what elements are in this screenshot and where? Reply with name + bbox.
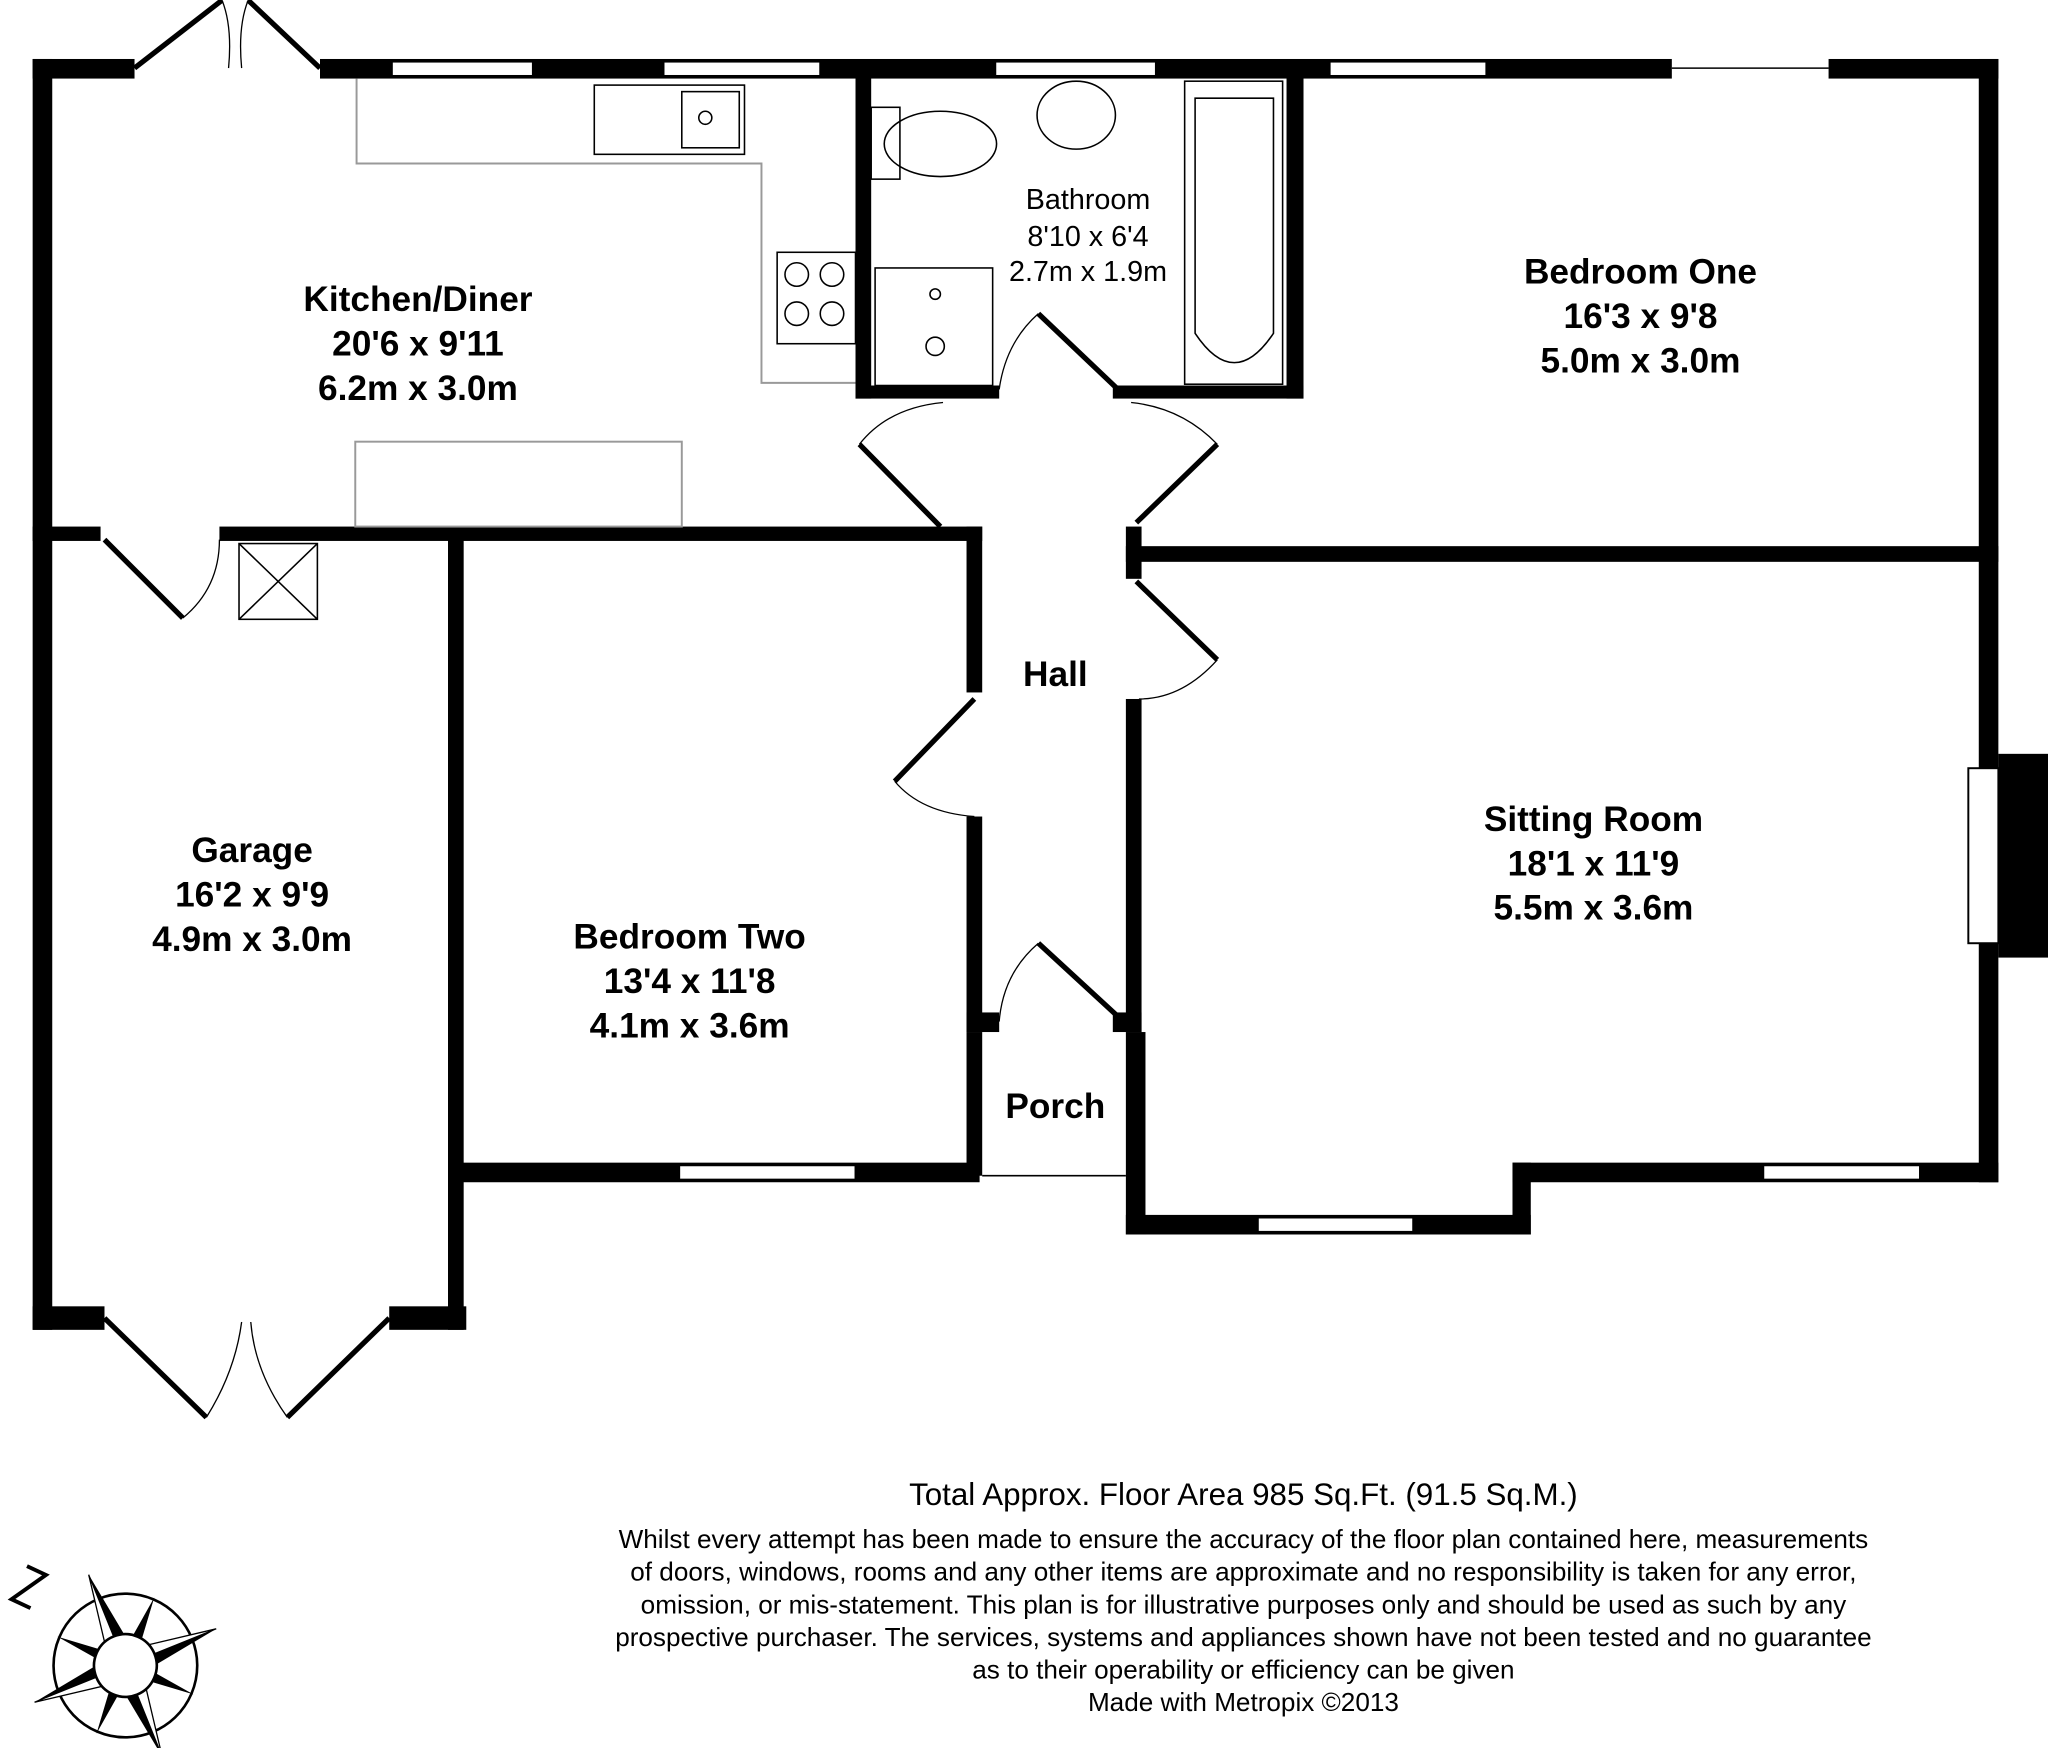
svg-text:2.7m x 1.9m: 2.7m x 1.9m <box>1009 256 1167 288</box>
svg-text:16'2 x 9'9: 16'2 x 9'9 <box>175 876 329 915</box>
svg-text:8'10 x 6'4: 8'10 x 6'4 <box>1027 221 1148 253</box>
svg-text:4.9m x 3.0m: 4.9m x 3.0m <box>152 920 352 959</box>
room-bedroom-two: Bedroom Two 13'4 x 11'8 4.1m x 3.6m <box>573 917 805 1045</box>
svg-text:Total Approx. Floor Area 985 S: Total Approx. Floor Area 985 Sq.Ft. (91.… <box>909 1477 1578 1512</box>
svg-text:5.0m x 3.0m: 5.0m x 3.0m <box>1541 341 1741 380</box>
svg-text:18'1 x 11'9: 18'1 x 11'9 <box>1508 844 1680 883</box>
svg-text:5.5m x 3.6m: 5.5m x 3.6m <box>1494 889 1694 928</box>
svg-text:Sitting Room: Sitting Room <box>1484 800 1703 839</box>
svg-text:prospective purchaser. The ser: prospective purchaser. The services, sys… <box>615 1622 1871 1652</box>
north-arrow-icon <box>7 1564 50 1610</box>
walls <box>32 58 2048 1330</box>
svg-text:13'4 x 11'8: 13'4 x 11'8 <box>604 962 776 1001</box>
svg-text:4.1m x 3.6m: 4.1m x 3.6m <box>590 1006 790 1045</box>
room-sitting-room: Sitting Room 18'1 x 11'9 5.5m x 3.6m <box>1484 800 1703 928</box>
footer: Total Approx. Floor Area 985 Sq.Ft. (91.… <box>615 1477 1871 1717</box>
kitchen-units <box>238 78 857 621</box>
svg-text:Garage: Garage <box>191 831 312 870</box>
room-bedroom-one: Bedroom One 16'3 x 9'8 5.0m x 3.0m <box>1524 253 1757 381</box>
windows <box>390 60 1921 1233</box>
doors <box>102 0 1220 1420</box>
svg-text:as to their operability or eff: as to their operability or efficiency ca… <box>972 1655 1514 1685</box>
svg-text:Made with Metropix ©2013: Made with Metropix ©2013 <box>1088 1687 1399 1717</box>
room-hall: Hall <box>1023 655 1088 694</box>
svg-text:omission, or mis-statement. Th: omission, or mis-statement. This plan is… <box>641 1589 1847 1619</box>
svg-text:6.2m x 3.0m: 6.2m x 3.0m <box>318 369 518 408</box>
room-bathroom: Bathroom 8'10 x 6'4 2.7m x 1.9m <box>1009 184 1167 288</box>
room-porch: Porch <box>1005 1087 1105 1126</box>
compass-rose-icon <box>34 1574 217 1748</box>
svg-text:Kitchen/Diner: Kitchen/Diner <box>303 280 532 319</box>
svg-text:Bedroom Two: Bedroom Two <box>573 917 805 956</box>
svg-text:16'3 x 9'8: 16'3 x 9'8 <box>1563 297 1717 336</box>
room-garage: Garage 16'2 x 9'9 4.9m x 3.0m <box>152 831 352 959</box>
bathroom-fixtures <box>870 80 1284 387</box>
room-kitchen: Kitchen/Diner 20'6 x 9'11 6.2m x 3.0m <box>303 280 532 408</box>
svg-text:Bedroom One: Bedroom One <box>1524 253 1757 292</box>
svg-text:Whilst every attempt has been: Whilst every attempt has been made to en… <box>619 1524 1869 1554</box>
hob-icon <box>776 251 857 345</box>
svg-text:of doors, windows, rooms and a: of doors, windows, rooms and any other i… <box>630 1557 1856 1587</box>
svg-text:Bathroom: Bathroom <box>1026 184 1151 216</box>
svg-text:20'6 x 9'11: 20'6 x 9'11 <box>332 324 504 363</box>
